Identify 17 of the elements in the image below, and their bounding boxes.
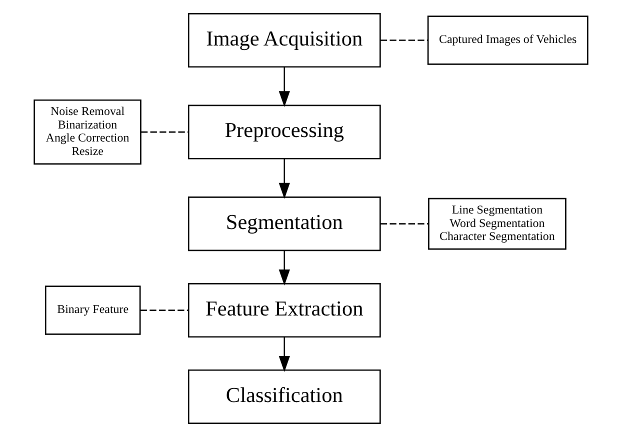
connector xyxy=(140,310,188,311)
node-box: Classification xyxy=(188,369,381,424)
arrow xyxy=(278,250,290,286)
node-box: Feature Extraction xyxy=(188,283,381,338)
node-box: Preprocessing xyxy=(188,104,381,160)
node-box: Segmentation xyxy=(188,196,381,252)
connector xyxy=(380,223,428,224)
node-box: Image Acquisition xyxy=(188,12,381,68)
connector xyxy=(140,131,189,133)
arrow xyxy=(278,66,290,108)
arrow xyxy=(278,158,290,199)
node-box: Noise Removal Binarization Angle Correction Resize xyxy=(34,99,142,165)
node-box: Captured Images of Vehicles xyxy=(427,16,588,65)
node-box: Line Segmentation Word Segmentation Character Segmentation xyxy=(428,198,566,250)
arrow xyxy=(278,337,290,372)
node-box: Binary Feature xyxy=(44,286,141,335)
connector xyxy=(380,40,428,41)
